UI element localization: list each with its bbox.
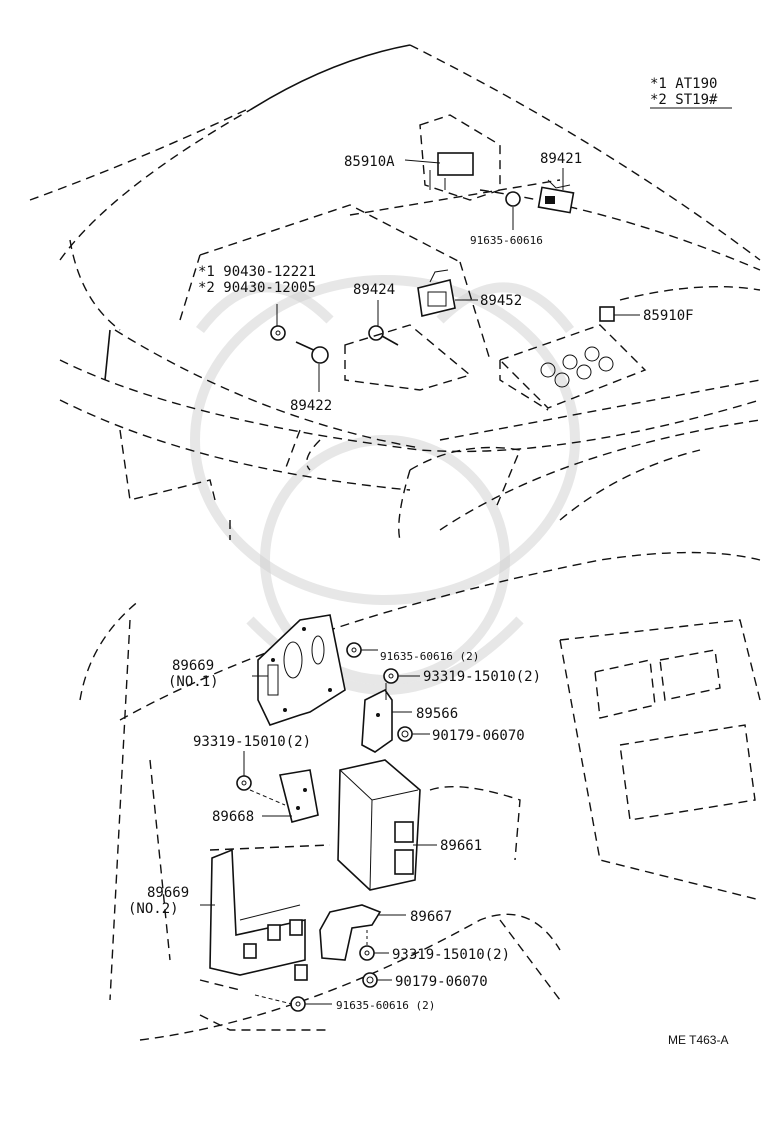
fuse-block — [498, 324, 647, 411]
callout-89452: 89452 — [480, 293, 522, 309]
callout-89669-no2-sub: (NO.2) — [128, 901, 179, 917]
bracket-89667 — [319, 904, 382, 961]
callout-89661: 89661 — [440, 838, 482, 854]
ecu-89661 — [337, 759, 421, 891]
callout-89421: 89421 — [540, 151, 582, 167]
callout-89667: 89667 — [410, 909, 452, 925]
callout-90430-12221: *1 90430-12221 — [198, 264, 316, 280]
leader-lines-lower — [200, 649, 437, 1005]
bracket-89669-no1 — [257, 614, 346, 726]
legend-note-1: *1 AT190 — [650, 76, 717, 92]
leader-lines-top — [276, 159, 640, 392]
dashboard-outline — [79, 551, 761, 1041]
fastener-icons-lower — [236, 642, 413, 1012]
mount-plate — [344, 324, 472, 391]
callout-90430-12005: *2 90430-12005 — [198, 280, 316, 296]
callout-91635-top: 91635-60616 — [470, 234, 543, 247]
relay-block-85910A — [419, 114, 501, 201]
legend-notes: *1 AT190 *2 ST19# — [650, 76, 732, 109]
sensor-89421 — [537, 179, 575, 214]
callout-89668: 89668 — [212, 809, 254, 825]
callout-91635-bot: 91635-60616 (2) — [336, 999, 435, 1012]
part-89424 — [368, 325, 399, 346]
callout-93319-a: 93319-15010(2) — [423, 669, 541, 685]
callout-89669-no1-sub: (NO.1) — [168, 674, 219, 690]
legend-note-2: *2 ST19# — [650, 92, 718, 108]
hood-outline — [29, 44, 761, 541]
callout-89566: 89566 — [416, 706, 458, 722]
part-89452 — [417, 269, 456, 317]
callout-89422: 89422 — [290, 398, 332, 414]
callout-89424: 89424 — [353, 282, 395, 298]
bracket-89668 — [279, 769, 319, 823]
callout-93319-b: 93319-15010(2) — [193, 734, 311, 750]
callout-91635-mid: 91635-60616 (2) — [380, 650, 479, 663]
callout-89669-no1: 89669 — [172, 658, 214, 674]
relay-85910F — [599, 306, 615, 322]
bracket-89669-no2 — [209, 848, 308, 981]
bracket-89566 — [361, 688, 393, 753]
diagram-reference-code: ME T463-A — [668, 1033, 728, 1047]
samurai-helmet-watermark-icon — [190, 275, 580, 695]
callout-90179-a: 90179-06070 — [432, 728, 525, 744]
washer-icon — [505, 191, 521, 207]
callout-89669-no2: 89669 — [147, 885, 189, 901]
callout-85910A: 85910A — [344, 154, 395, 170]
part-89422 — [270, 325, 329, 364]
callout-90179-b: 90179-06070 — [395, 974, 488, 990]
callout-93319-c: 93319-15010(2) — [392, 947, 510, 963]
callout-85910F: 85910F — [643, 308, 694, 324]
